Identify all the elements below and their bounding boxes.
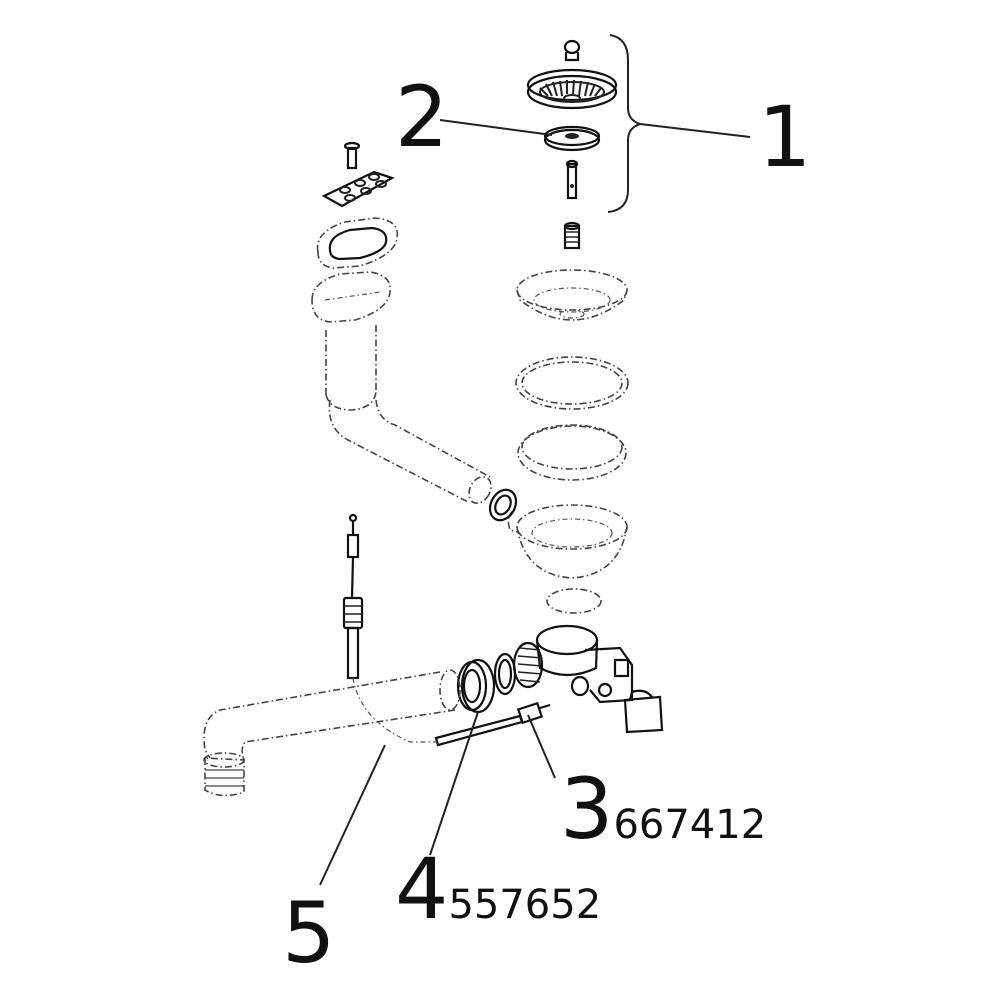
sink-bowl-body [507, 504, 628, 579]
strainer-knob [563, 39, 581, 62]
control-rod [342, 513, 551, 747]
stopper-seal [543, 125, 601, 152]
group-bracket-1 [607, 34, 644, 213]
leader-line-2 [439, 119, 553, 136]
overflow-housing [311, 271, 391, 411]
callout-label-4: 4557652 [395, 840, 601, 938]
callout-number-3: 3 [560, 760, 613, 858]
strainer-basket [526, 68, 618, 110]
o-ring-lower [546, 588, 602, 614]
callout-number-4: 4 [395, 840, 448, 938]
waste-pipe [203, 669, 461, 797]
overflow-nut [488, 488, 518, 522]
overflow-screw [343, 141, 361, 170]
overflow-cover-gasket [316, 217, 399, 269]
valve-body [535, 624, 634, 704]
callout-number-5: 5 [282, 884, 335, 982]
leader-line-1 [639, 123, 751, 138]
overflow-pipe [328, 399, 492, 505]
callout-label-3: 3667412 [560, 760, 766, 858]
valve-clip [623, 689, 664, 734]
callout-code-3: 667412 [613, 802, 766, 848]
leader-line-4 [429, 711, 479, 856]
sink-flange [516, 269, 628, 321]
leader-line-3 [527, 714, 556, 779]
washer-ring [493, 652, 517, 696]
gasket-ring-upper [515, 356, 629, 410]
callout-number-1: 1 [758, 88, 811, 186]
stopper-pin [565, 159, 579, 200]
threaded-outlet [512, 641, 544, 689]
callout-number-2: 2 [395, 68, 448, 166]
gasket-ring-middle [517, 424, 627, 481]
overflow-grille [321, 170, 395, 208]
threaded-bolt [563, 221, 581, 250]
callout-code-4: 557652 [448, 882, 601, 928]
leader-line-5 [319, 744, 386, 886]
union-nut [456, 658, 496, 714]
